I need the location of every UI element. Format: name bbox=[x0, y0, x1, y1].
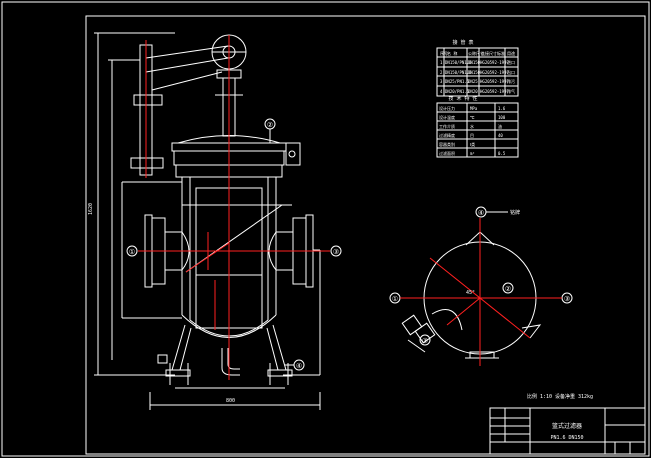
top-view bbox=[389, 206, 573, 359]
t1-r1c0: 2 bbox=[440, 70, 443, 75]
t1-r3c3: HG20592-1997 bbox=[480, 89, 509, 94]
scale-note: 比例 1:10 设备净重 312kg bbox=[527, 393, 593, 400]
t1-h0: 序号 bbox=[440, 50, 448, 56]
t2-r0c1: MPa bbox=[470, 106, 478, 111]
t2-r0c2: 1.6 bbox=[498, 106, 506, 111]
t2-r5c2: 0.5 bbox=[498, 151, 506, 156]
t1-r1c4: 出口 bbox=[507, 69, 515, 75]
t2-r3c0: 过滤精度 bbox=[439, 132, 455, 138]
t2-r1c1: ℃ bbox=[470, 115, 475, 120]
width-dimension: 800 bbox=[226, 398, 235, 404]
front-labels: ① ② ③ ④ 1620 800 bbox=[88, 121, 339, 404]
t1-r1c3: HG20592-1997 bbox=[480, 70, 509, 75]
t1-h3: 连接尺寸标准 bbox=[481, 50, 505, 56]
t2-r4c0: 容器类别 bbox=[439, 141, 455, 147]
t1-h4: 用途 bbox=[507, 50, 515, 56]
top-drain-label: ③ bbox=[422, 337, 428, 345]
t1-r2c0: 3 bbox=[440, 79, 443, 84]
t1-r2c4: 排污 bbox=[507, 78, 515, 84]
top-labels: ④ ① ③ ② ③ 铭牌 45° bbox=[392, 209, 570, 345]
nozzle-4-label: ④ bbox=[296, 362, 302, 370]
t1-r0c1: DN150/PN1.6 bbox=[445, 60, 472, 65]
nozzle-1-label: ① bbox=[129, 248, 135, 256]
top-nozzle-2-label: ② bbox=[505, 285, 511, 293]
t1-h2: 公称尺寸 bbox=[468, 50, 484, 56]
t1-r2c2: DN25 bbox=[468, 79, 478, 84]
top-nozzle-3-label: ③ bbox=[564, 295, 570, 303]
front-centerlines bbox=[138, 35, 330, 380]
drawing-frame bbox=[85, 15, 646, 455]
t1-r3c1: DN20/PN1.6 bbox=[445, 89, 470, 94]
t1-r3c0: 4 bbox=[440, 89, 443, 94]
front-view bbox=[94, 32, 342, 410]
nozzle-3-label: ③ bbox=[333, 248, 339, 256]
t2-r2c2: 油 bbox=[498, 123, 502, 129]
nameplate-label: 铭牌 bbox=[510, 209, 520, 216]
t1-r0c4: 进口 bbox=[507, 59, 515, 65]
title-block-name: 篮式过滤器 bbox=[552, 422, 582, 430]
t2-r1c0: 设计温度 bbox=[439, 114, 455, 120]
top-centerlines bbox=[400, 218, 562, 366]
t2-r0c0: 设计压力 bbox=[439, 105, 455, 111]
t1-h1: 名 称 bbox=[447, 50, 457, 56]
t1-r1c2: DN150 bbox=[468, 70, 481, 75]
t1-r0c3: HG20592-1997 bbox=[480, 60, 509, 65]
angle-label: 45° bbox=[466, 290, 475, 296]
t2-r1c2: 100 bbox=[498, 115, 506, 120]
t1-r1c1: DN150/PN1.6 bbox=[445, 70, 472, 75]
height-dimension: 1620 bbox=[88, 203, 94, 215]
t2-r4c1: Ⅰ类 bbox=[470, 141, 475, 147]
title-block bbox=[489, 407, 646, 455]
nozzle-2-label: ② bbox=[267, 121, 273, 129]
nozzle-table: 接 管 表 序号 名 称 公称尺寸 连接尺寸标准 用途 1 DN150/PN1.… bbox=[436, 39, 519, 97]
specs-table: 技 术 特 性 设计压力 MPa 1.6 设计温度 ℃ 100 工作介质 水 油… bbox=[436, 95, 519, 158]
t2-r3c1: 目 bbox=[470, 133, 474, 138]
t2-r2c1: 水 bbox=[470, 123, 474, 129]
t2-r2c0: 工作介质 bbox=[439, 123, 455, 129]
nozzle-table-title: 接 管 表 bbox=[452, 39, 473, 46]
t1-r2c3: HG20592-1997 bbox=[480, 79, 509, 84]
specs-table-title: 技 术 特 性 bbox=[448, 95, 477, 102]
t1-r2c1: DN25/PN1.6 bbox=[445, 79, 470, 84]
t2-r5c0: 过滤面积 bbox=[439, 150, 455, 156]
title-block-code: PN1.6 DN150 bbox=[550, 435, 583, 441]
t1-r3c4: 排气 bbox=[507, 88, 515, 94]
t2-r5c1: m² bbox=[470, 151, 475, 156]
t1-r3c2: DN20 bbox=[468, 89, 478, 94]
top-nozzle-4-label: ④ bbox=[478, 209, 484, 217]
t2-r3c2: 40 bbox=[498, 133, 503, 138]
t1-r0c0: 1 bbox=[440, 60, 443, 65]
t1-r0c2: DN150 bbox=[468, 60, 481, 65]
top-nozzle-1-label: ① bbox=[392, 295, 398, 303]
